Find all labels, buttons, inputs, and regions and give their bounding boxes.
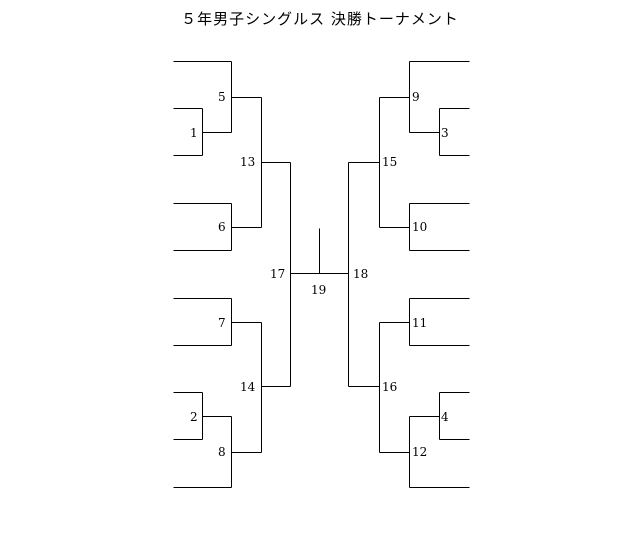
match-label-18: 18 [353,267,368,281]
match-label-6: 6 [218,220,226,234]
match-label-14: 14 [240,380,256,394]
bracket-lines [173,61,470,488]
match-label-13: 13 [240,155,255,169]
match-label-10: 10 [412,220,427,234]
match-label-19: 19 [311,283,326,297]
match-label-7: 7 [218,316,226,330]
match-label-3: 3 [441,126,449,140]
match-label-4: 4 [441,410,449,424]
match-label-2: 2 [190,410,198,424]
match-label-11: 11 [412,316,427,330]
match-label-17: 17 [270,267,285,281]
match-label-5: 5 [218,90,226,104]
match-label-12: 12 [412,445,427,459]
match-label-16: 16 [382,380,397,394]
match-label-9: 9 [412,90,420,104]
page-title: ５年男子シングルス 決勝トーナメント [181,10,459,28]
match-label-15: 15 [382,155,397,169]
match-label-1: 1 [190,126,198,140]
match-labels: 1 2 5 6 7 8 13 14 17 19 18 15 16 9 10 11… [190,90,449,459]
match-label-8: 8 [218,445,226,459]
